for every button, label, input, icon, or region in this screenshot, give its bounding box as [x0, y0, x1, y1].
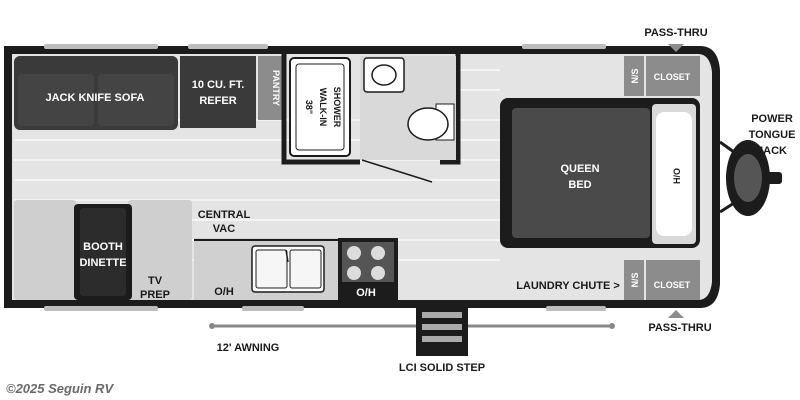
nightstand-bottom [624, 260, 644, 300]
ns-top-label: N/S [630, 68, 640, 83]
pantry-label: PANTRY [271, 70, 281, 106]
shower-label-line3: SHOWER [332, 87, 342, 128]
stove [338, 238, 398, 300]
oh-left-label: O/H [214, 286, 234, 298]
bed-label-line2: BED [568, 179, 591, 191]
shower-label-line2: WALK-IN [318, 88, 328, 127]
refrigerator [180, 56, 256, 128]
ho-label: H/O [672, 168, 682, 184]
closet-bottom-label: CLOSET [654, 280, 691, 290]
power-tongue-jack [719, 140, 782, 216]
step-label: LCI SOLID STEP [399, 362, 485, 374]
jack-knife-sofa [14, 56, 178, 130]
laundry-label: LAUNDRY CHUTE > [516, 280, 620, 292]
closet-bottom [646, 260, 700, 300]
booth-dinette [14, 200, 192, 300]
entry-step [416, 306, 468, 356]
vac-label-line2: VAC [213, 223, 235, 235]
shower-label-line1: 38" [304, 100, 314, 114]
bathroom [281, 54, 461, 183]
bed-label-line1: QUEEN [560, 163, 599, 175]
awning [209, 323, 615, 329]
refer-label-line2: REFER [199, 95, 236, 107]
pass-thru-bottom-arrow [668, 310, 684, 318]
queen-bed [500, 98, 700, 248]
sofa-label: JACK KNIFE SOFA [45, 92, 144, 104]
pantry [258, 56, 282, 120]
refer-label-line1: 10 CU. FT. [192, 79, 245, 91]
pass-thru-bottom-label: PASS-THRU [648, 322, 711, 334]
vac-label-line1: CENTRAL [198, 209, 251, 221]
closet-top-label: CLOSET [654, 72, 691, 82]
copyright-text: ©2025 Seguin RV [6, 381, 114, 396]
tongue-label-line2: TONGUE [749, 129, 796, 141]
tongue-label-line1: POWER [751, 113, 793, 125]
top-windows [44, 44, 606, 311]
dinette-label-line2: DINETTE [79, 257, 126, 269]
tv-label-line2: PREP [140, 289, 170, 301]
oh-stove-label: O/H [356, 287, 376, 299]
nightstand-top [624, 56, 644, 96]
pass-thru-top-arrow [668, 44, 684, 52]
closet-top [646, 56, 700, 96]
tv-label-line1: TV [148, 275, 163, 287]
ns-bottom-label: N/S [630, 272, 640, 287]
pass-thru-top-label: PASS-THRU [644, 27, 707, 39]
awning-label: 12' AWNING [217, 342, 280, 354]
dinette-label-line1: BOOTH [83, 241, 123, 253]
tongue-label-line3: JACK [757, 145, 787, 157]
